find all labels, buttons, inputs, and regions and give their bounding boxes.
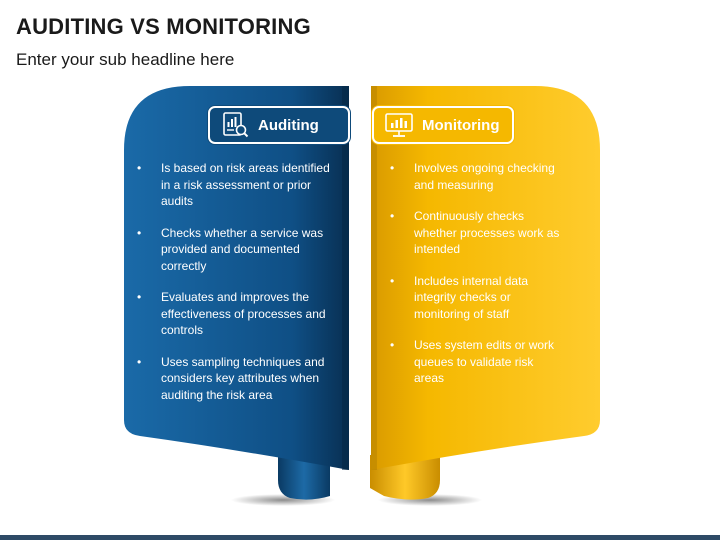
monitoring-point: Involves ongoing checking and measuring xyxy=(390,160,560,193)
auditing-label-box: Auditing xyxy=(208,106,350,144)
monitor-bar-chart-icon xyxy=(385,113,413,137)
auditing-tab xyxy=(278,455,330,500)
auditing-points: Is based on risk areas identified in a r… xyxy=(137,160,337,418)
monitoring-label: Monitoring xyxy=(422,116,500,134)
monitoring-point: Uses system edits or work queues to vali… xyxy=(390,337,560,387)
auditing-point: Uses sampling techniques and considers k… xyxy=(137,354,337,404)
auditing-point: Checks whether a service was provided an… xyxy=(137,225,337,275)
auditing-fold xyxy=(342,86,349,470)
auditing-point: Is based on risk areas identified in a r… xyxy=(137,160,337,210)
monitoring-points: Involves ongoing checking and measuring … xyxy=(390,160,560,402)
report-chart-search-icon xyxy=(223,112,249,138)
monitoring-point: Continuously checks whether processes wo… xyxy=(390,208,560,258)
auditing-label: Auditing xyxy=(258,116,319,134)
monitoring-fold xyxy=(371,86,377,470)
auditing-point: Evaluates and improves the effectiveness… xyxy=(137,289,337,339)
page-subtitle: Enter your sub headline here xyxy=(16,50,235,69)
monitoring-label-box: Monitoring xyxy=(372,106,514,144)
page-title: AUDITING VS MONITORING xyxy=(16,14,311,39)
monitoring-point: Includes internal data integrity checks … xyxy=(390,273,560,323)
footer-bar xyxy=(0,535,720,540)
